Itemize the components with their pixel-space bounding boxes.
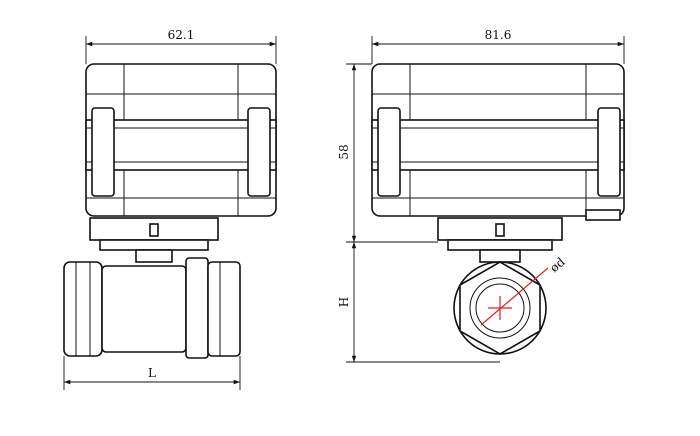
dimension-valve-length-label: L (148, 366, 156, 380)
dimension-actuator-height: 58 (337, 63, 438, 243)
side-actuator-housing (371, 63, 625, 221)
side-bracket (437, 217, 563, 263)
dimension-actuator-height-label: 58 (337, 144, 351, 159)
front-bracket (89, 217, 219, 263)
dimension-side-width-label: 81.6 (485, 28, 512, 42)
dimension-front-width: 62.1 (85, 28, 277, 64)
side-valve-body (453, 261, 549, 355)
dimension-front-width-label: 62.1 (168, 28, 195, 42)
dimension-port-diameter-label: ød (547, 255, 568, 276)
dimension-valve-height-label: H (337, 297, 351, 307)
dimension-side-width: 81.6 (371, 28, 625, 64)
dimension-valve-length: L (63, 356, 241, 390)
front-actuator-housing (85, 63, 277, 217)
port-diameter-leader (480, 267, 549, 326)
side-view (371, 63, 625, 355)
front-view (63, 63, 277, 359)
dimension-port-diameter: ød (547, 255, 568, 276)
front-valve-body (63, 257, 241, 359)
dimension-valve-height: H (337, 242, 500, 363)
